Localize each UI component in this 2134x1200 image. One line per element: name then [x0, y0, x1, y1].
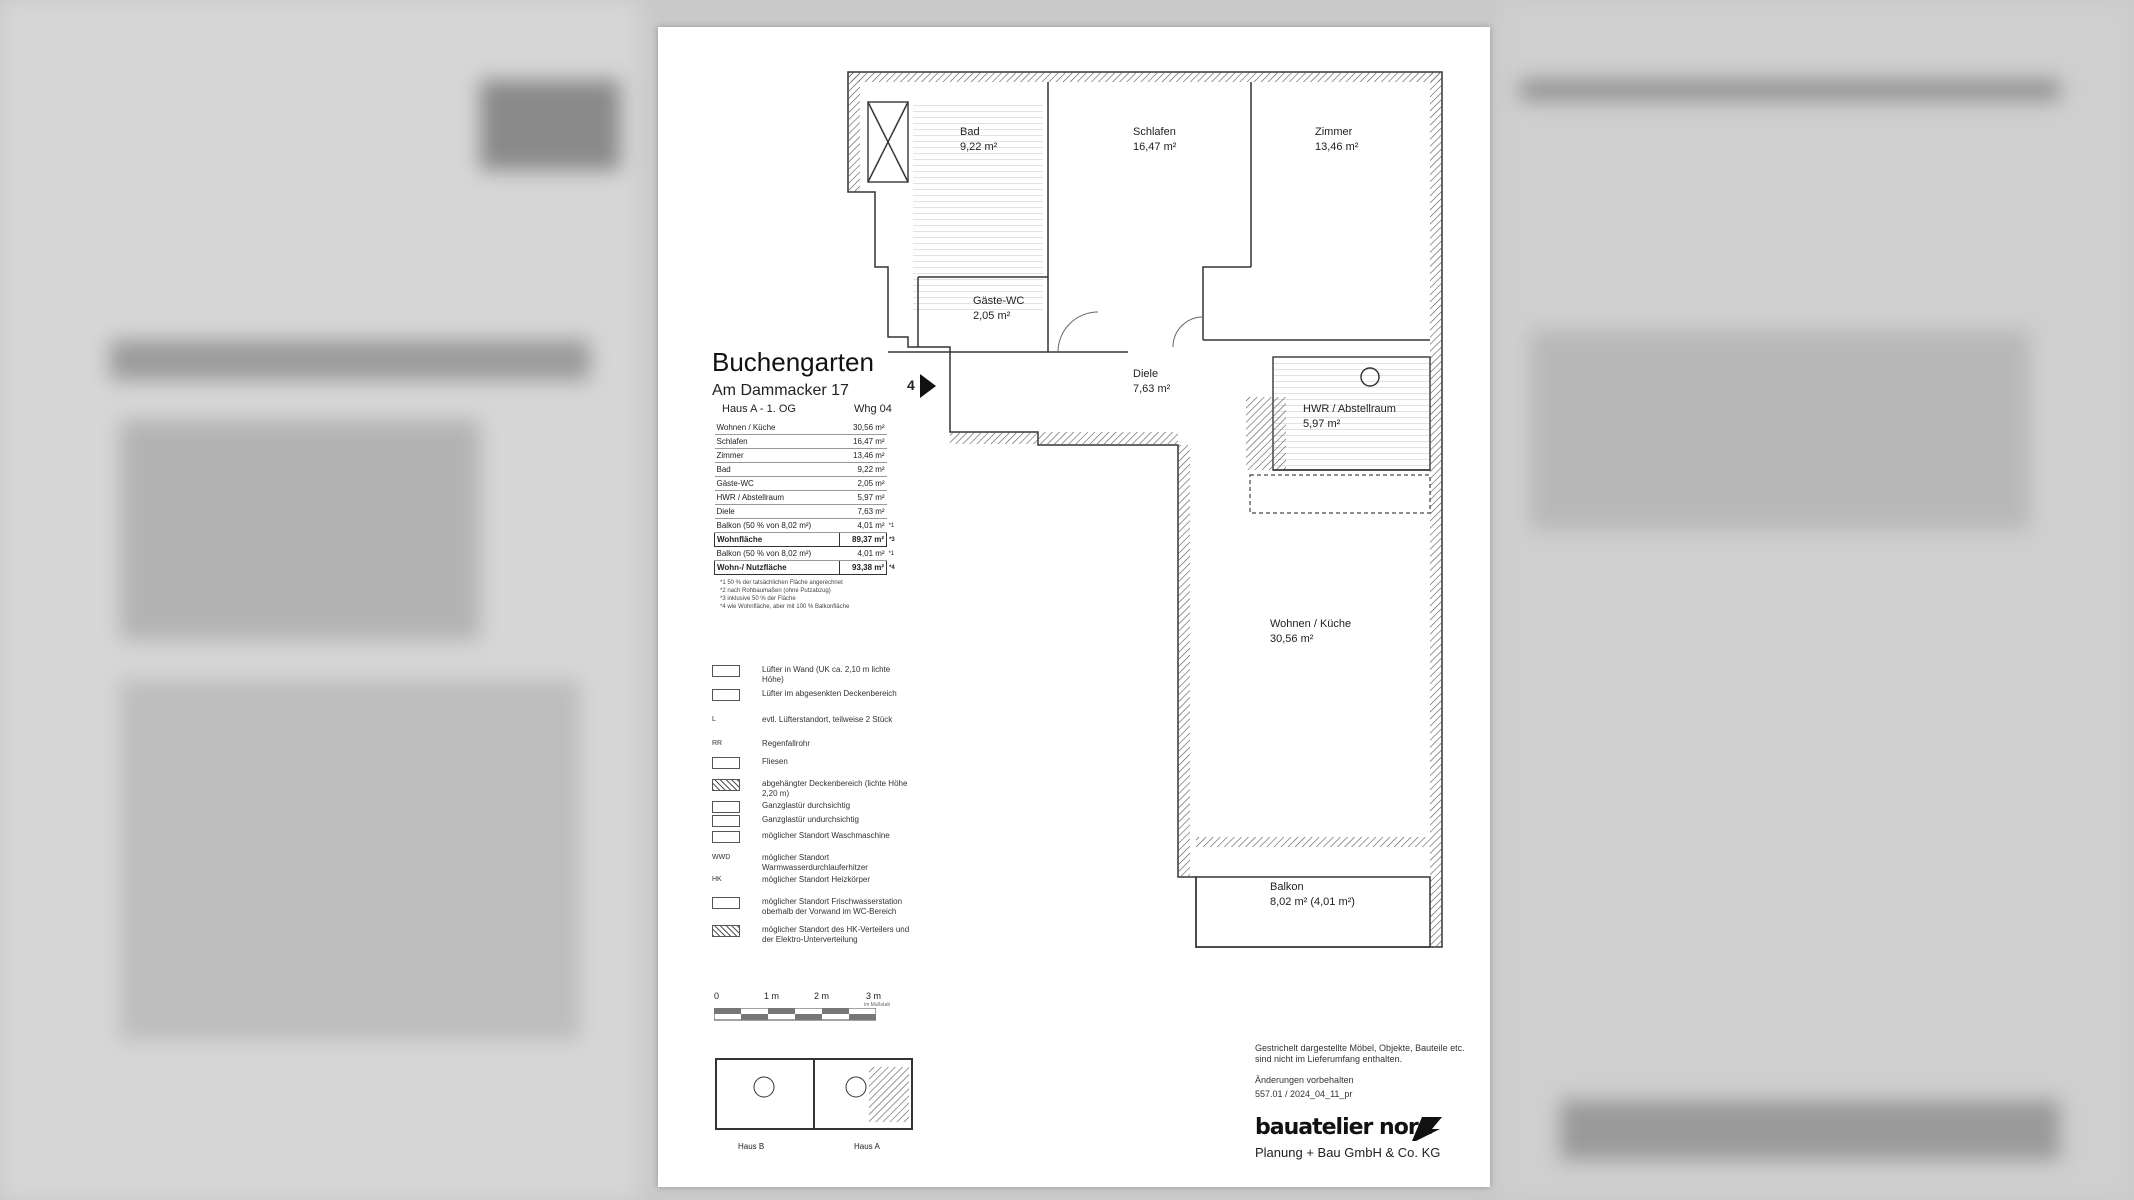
footnotes: *1 50 % der tatsächlichen Fläche angerec…	[720, 580, 850, 610]
wohnung-label: Whg 04	[854, 403, 892, 415]
legend-text: möglicher Standort Frischwasserstation o…	[762, 897, 903, 916]
legend-text: möglicher Standort Heizkörper	[762, 875, 871, 884]
area-note	[887, 491, 900, 505]
legend-text: Ganzglastür durchsichtig	[762, 801, 851, 810]
area-name: Zimmer	[714, 448, 840, 463]
company-name: Planung + Bau GmbH & Co. KG	[1255, 1145, 1441, 1160]
legend-text: möglicher Standort Warmwasserdurchlaufer…	[762, 853, 868, 872]
legend-text: möglicher Standort Waschmaschine	[762, 831, 890, 840]
area-name: Wohnfläche	[713, 532, 841, 547]
site-plan	[715, 1058, 913, 1130]
area-value: 30,56 m²	[839, 421, 887, 435]
legend-text: möglicher Standort des HK-Verteilers und…	[762, 925, 910, 944]
area-note: *4	[889, 564, 895, 571]
area-name: Bad	[714, 462, 840, 477]
legend-symbol-icon: WWD	[712, 854, 731, 861]
floor-plan-drawing	[847, 71, 1443, 948]
area-value: 13,46 m²	[839, 448, 887, 463]
legend-symbol-icon	[712, 757, 740, 769]
legend-symbol-icon	[712, 925, 740, 937]
area-value: 5,97 m²	[839, 490, 887, 505]
area-note: *3	[889, 536, 895, 543]
area-name: Wohnen / Küche	[714, 421, 840, 435]
site-plan-haus-a: Haus A	[854, 1142, 880, 1151]
area-value: 7,63 m²	[839, 504, 887, 519]
area-name: Gäste-WC	[714, 476, 840, 491]
area-value: 89,37 m²	[839, 532, 888, 547]
area-note: *1	[888, 550, 895, 557]
legend-symbol-icon	[712, 779, 740, 791]
area-note	[887, 463, 900, 477]
legend-symbol-icon: L	[712, 716, 716, 723]
project-title: Buchengarten	[712, 347, 874, 377]
area-note: *1	[888, 522, 895, 529]
area-value: 2,05 m²	[839, 476, 887, 491]
area-name: Balkon (50 % von 8,02 m²)	[714, 546, 840, 561]
project-address: Am Dammacker 17	[712, 382, 849, 399]
legend-text: abgehängter Deckenbereich (lichte Höhe 2…	[762, 779, 908, 798]
area-value: 4,01 m²	[839, 546, 887, 561]
legend-text: evtl. Lüfterstandort, teilweise 2 Stück	[762, 715, 893, 724]
area-note	[887, 449, 900, 463]
area-value: 93,38 m²	[839, 560, 888, 575]
changes-note: Änderungen vorbehalten	[1255, 1075, 1354, 1085]
company-logo: bauatelier nord	[1255, 1115, 1433, 1140]
area-note	[887, 477, 900, 491]
legend-symbol-icon	[712, 831, 740, 843]
legend-symbol-icon	[712, 815, 740, 827]
area-value: 16,47 m²	[839, 434, 887, 449]
legend-symbol-icon	[712, 897, 740, 909]
legend-symbol-icon	[712, 689, 740, 701]
legend-text: Lüfter im abgesenkten Deckenbereich	[762, 689, 897, 698]
area-name: Balkon (50 % von 8,02 m²)	[714, 518, 840, 533]
area-name: Wohn-/ Nutzfläche	[713, 560, 841, 575]
legend-symbol-icon: HK	[712, 876, 722, 883]
area-note	[887, 505, 900, 519]
area-row: Balkon (50 % von 8,02 m²)4,01 m²*1	[714, 546, 900, 561]
legend-text: Lüfter in Wand (UK ca. 2,10 m lichte Höh…	[762, 665, 891, 684]
company-logo-mark-icon	[1412, 1117, 1442, 1141]
entrance-arrow-icon	[920, 374, 936, 398]
area-name: Schlafen	[714, 434, 840, 449]
area-name: HWR / Abstellraum	[714, 490, 840, 505]
legend-symbol-icon	[712, 665, 740, 677]
haus-label: Haus A - 1. OG	[722, 403, 796, 415]
area-name: Diele	[714, 504, 840, 519]
area-value: 9,22 m²	[839, 462, 887, 477]
legend-symbol-icon	[712, 801, 740, 813]
legend-symbol-icon: RR	[712, 740, 723, 747]
unit-marker: 4	[907, 377, 915, 393]
area-note	[887, 435, 900, 449]
legend-text: Ganzglastür undurchsichtig	[762, 815, 859, 824]
area-note	[887, 421, 900, 435]
plan-id: 557.01 / 2024_04_11_pr	[1255, 1089, 1353, 1099]
legend-text: Regenfallrohr	[762, 739, 811, 748]
scale-bar: 0 1 m 2 m 3 m im Maßstab	[714, 991, 890, 1031]
furniture-note: Gestrichelt dargestellte Möbel, Objekte,…	[1255, 1043, 1465, 1064]
area-row: Balkon (50 % von 8,02 m²)4,01 m²*1	[714, 518, 900, 533]
legend-text: Fliesen	[762, 757, 788, 766]
area-value: 4,01 m²	[839, 518, 887, 533]
site-plan-haus-b: Haus B	[738, 1142, 765, 1151]
